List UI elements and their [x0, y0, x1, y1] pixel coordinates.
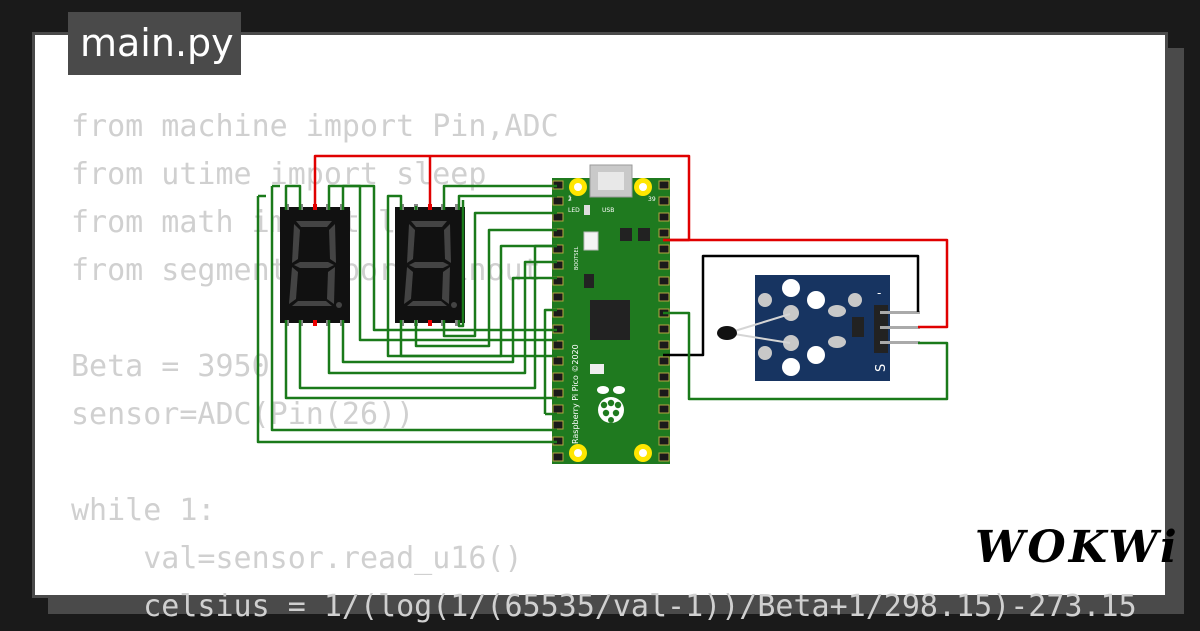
board-model-label: Raspberry Pi Pico ©2020 [571, 344, 580, 444]
bootsel-button[interactable] [583, 231, 599, 251]
led-label: LED [568, 207, 580, 214]
code-line: celsius = 1/(log(1/(65535/val-1))/Beta+1… [71, 589, 1137, 624]
power-wire [313, 154, 949, 329]
wokwi-logo: WOKWi [975, 522, 1180, 573]
pin-minus-label: - [877, 286, 881, 300]
code-line: sensor=ADC(Pin(26)) [71, 397, 415, 432]
code-line: val=sensor.read_u16() [71, 541, 523, 576]
ntc-temperature-sensor[interactable]: - S [717, 275, 920, 381]
code-line: from machine import Pin,ADC [71, 109, 559, 144]
raspberry-logo-icon [597, 386, 625, 423]
usb-label: USB [602, 207, 614, 214]
code-line: while 1: [71, 493, 216, 528]
signal-wire [256, 184, 949, 444]
bootsel-label: BOOTSEL [574, 246, 580, 270]
seven-segment-display[interactable] [280, 204, 350, 326]
pin1-label: 1 [568, 195, 572, 202]
rp2040-chip [590, 300, 630, 340]
file-tab[interactable]: main.py [68, 12, 241, 75]
resistor-icon [852, 317, 864, 337]
seven-segment-display[interactable] [395, 204, 465, 326]
pin2-label: 2 [568, 196, 572, 203]
thermistor-probe [717, 326, 737, 340]
code-line: Beta = 3950 [71, 349, 270, 384]
pin-signal-label: S [874, 364, 889, 372]
pico-board[interactable]: 1 2 39 LED USB BOOTSEL Raspberry Pi Pico… [552, 164, 670, 464]
pin39-label: 39 [648, 196, 656, 203]
